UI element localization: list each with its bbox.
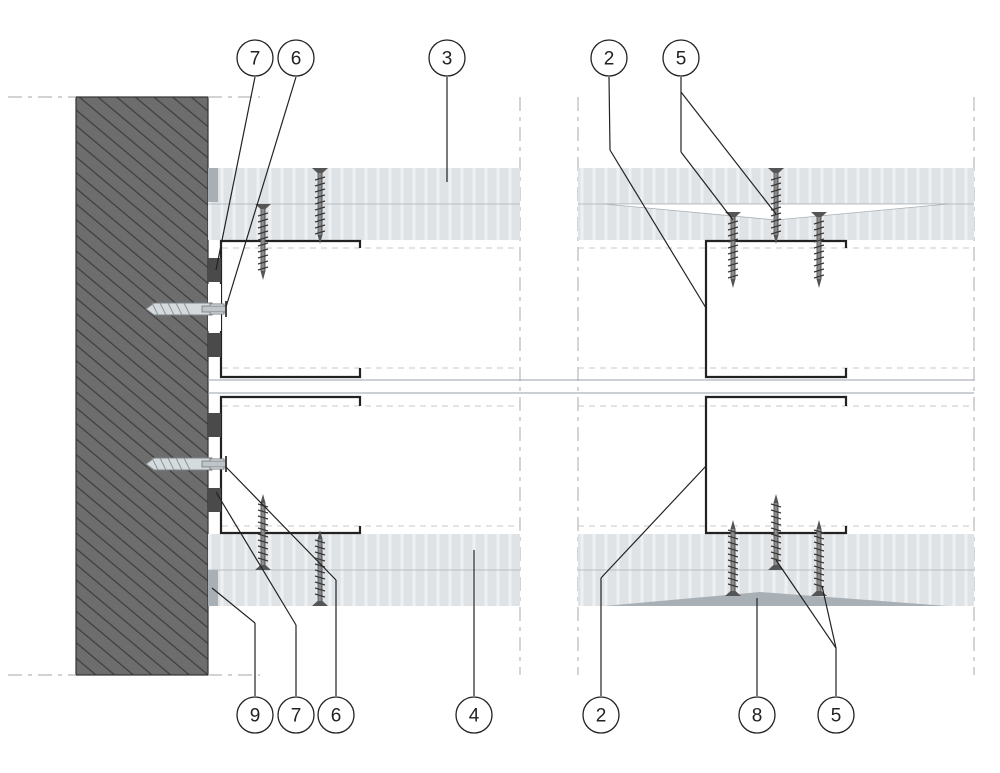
svg-text:9: 9 bbox=[250, 706, 261, 727]
masonry-wall bbox=[8, 96, 260, 676]
svg-text:5: 5 bbox=[676, 49, 687, 70]
callout-9: 9 bbox=[236, 696, 274, 734]
svg-text:5: 5 bbox=[831, 706, 842, 727]
svg-text:6: 6 bbox=[331, 706, 342, 727]
callout-6-bottom: 6 bbox=[317, 696, 355, 734]
svg-text:7: 7 bbox=[291, 706, 302, 727]
svg-text:2: 2 bbox=[604, 49, 615, 70]
callout-7-top: 7 bbox=[236, 39, 274, 77]
c-profile-right-bottom bbox=[704, 395, 848, 535]
svg-text:3: 3 bbox=[442, 49, 453, 70]
dowel-bottom bbox=[145, 455, 227, 473]
callout-4: 4 bbox=[455, 696, 493, 734]
callout-7-bottom: 7 bbox=[277, 696, 315, 734]
board-top-left bbox=[208, 168, 520, 240]
callout-2-top: 2 bbox=[590, 39, 628, 77]
callout-5-top: 5 bbox=[662, 39, 700, 77]
callout-2-bottom: 2 bbox=[582, 696, 620, 734]
callout-6-top: 6 bbox=[277, 39, 315, 77]
svg-text:2: 2 bbox=[596, 706, 607, 727]
svg-text:7: 7 bbox=[250, 49, 261, 70]
svg-text:8: 8 bbox=[752, 706, 763, 727]
callout-8: 8 bbox=[738, 696, 776, 734]
leader-lines bbox=[211, 76, 837, 696]
svg-text:4: 4 bbox=[469, 706, 480, 727]
u-profile-left-top bbox=[219, 239, 362, 379]
callout-3: 3 bbox=[428, 39, 466, 77]
u-profile-left-bottom bbox=[219, 395, 362, 535]
profile-hidden-edges bbox=[222, 247, 974, 527]
svg-text:6: 6 bbox=[291, 49, 302, 70]
c-profile-right-top bbox=[704, 239, 848, 379]
callout-5-bottom: 5 bbox=[817, 696, 855, 734]
board-bottom-left bbox=[208, 534, 520, 606]
sealing-strips bbox=[208, 258, 221, 512]
